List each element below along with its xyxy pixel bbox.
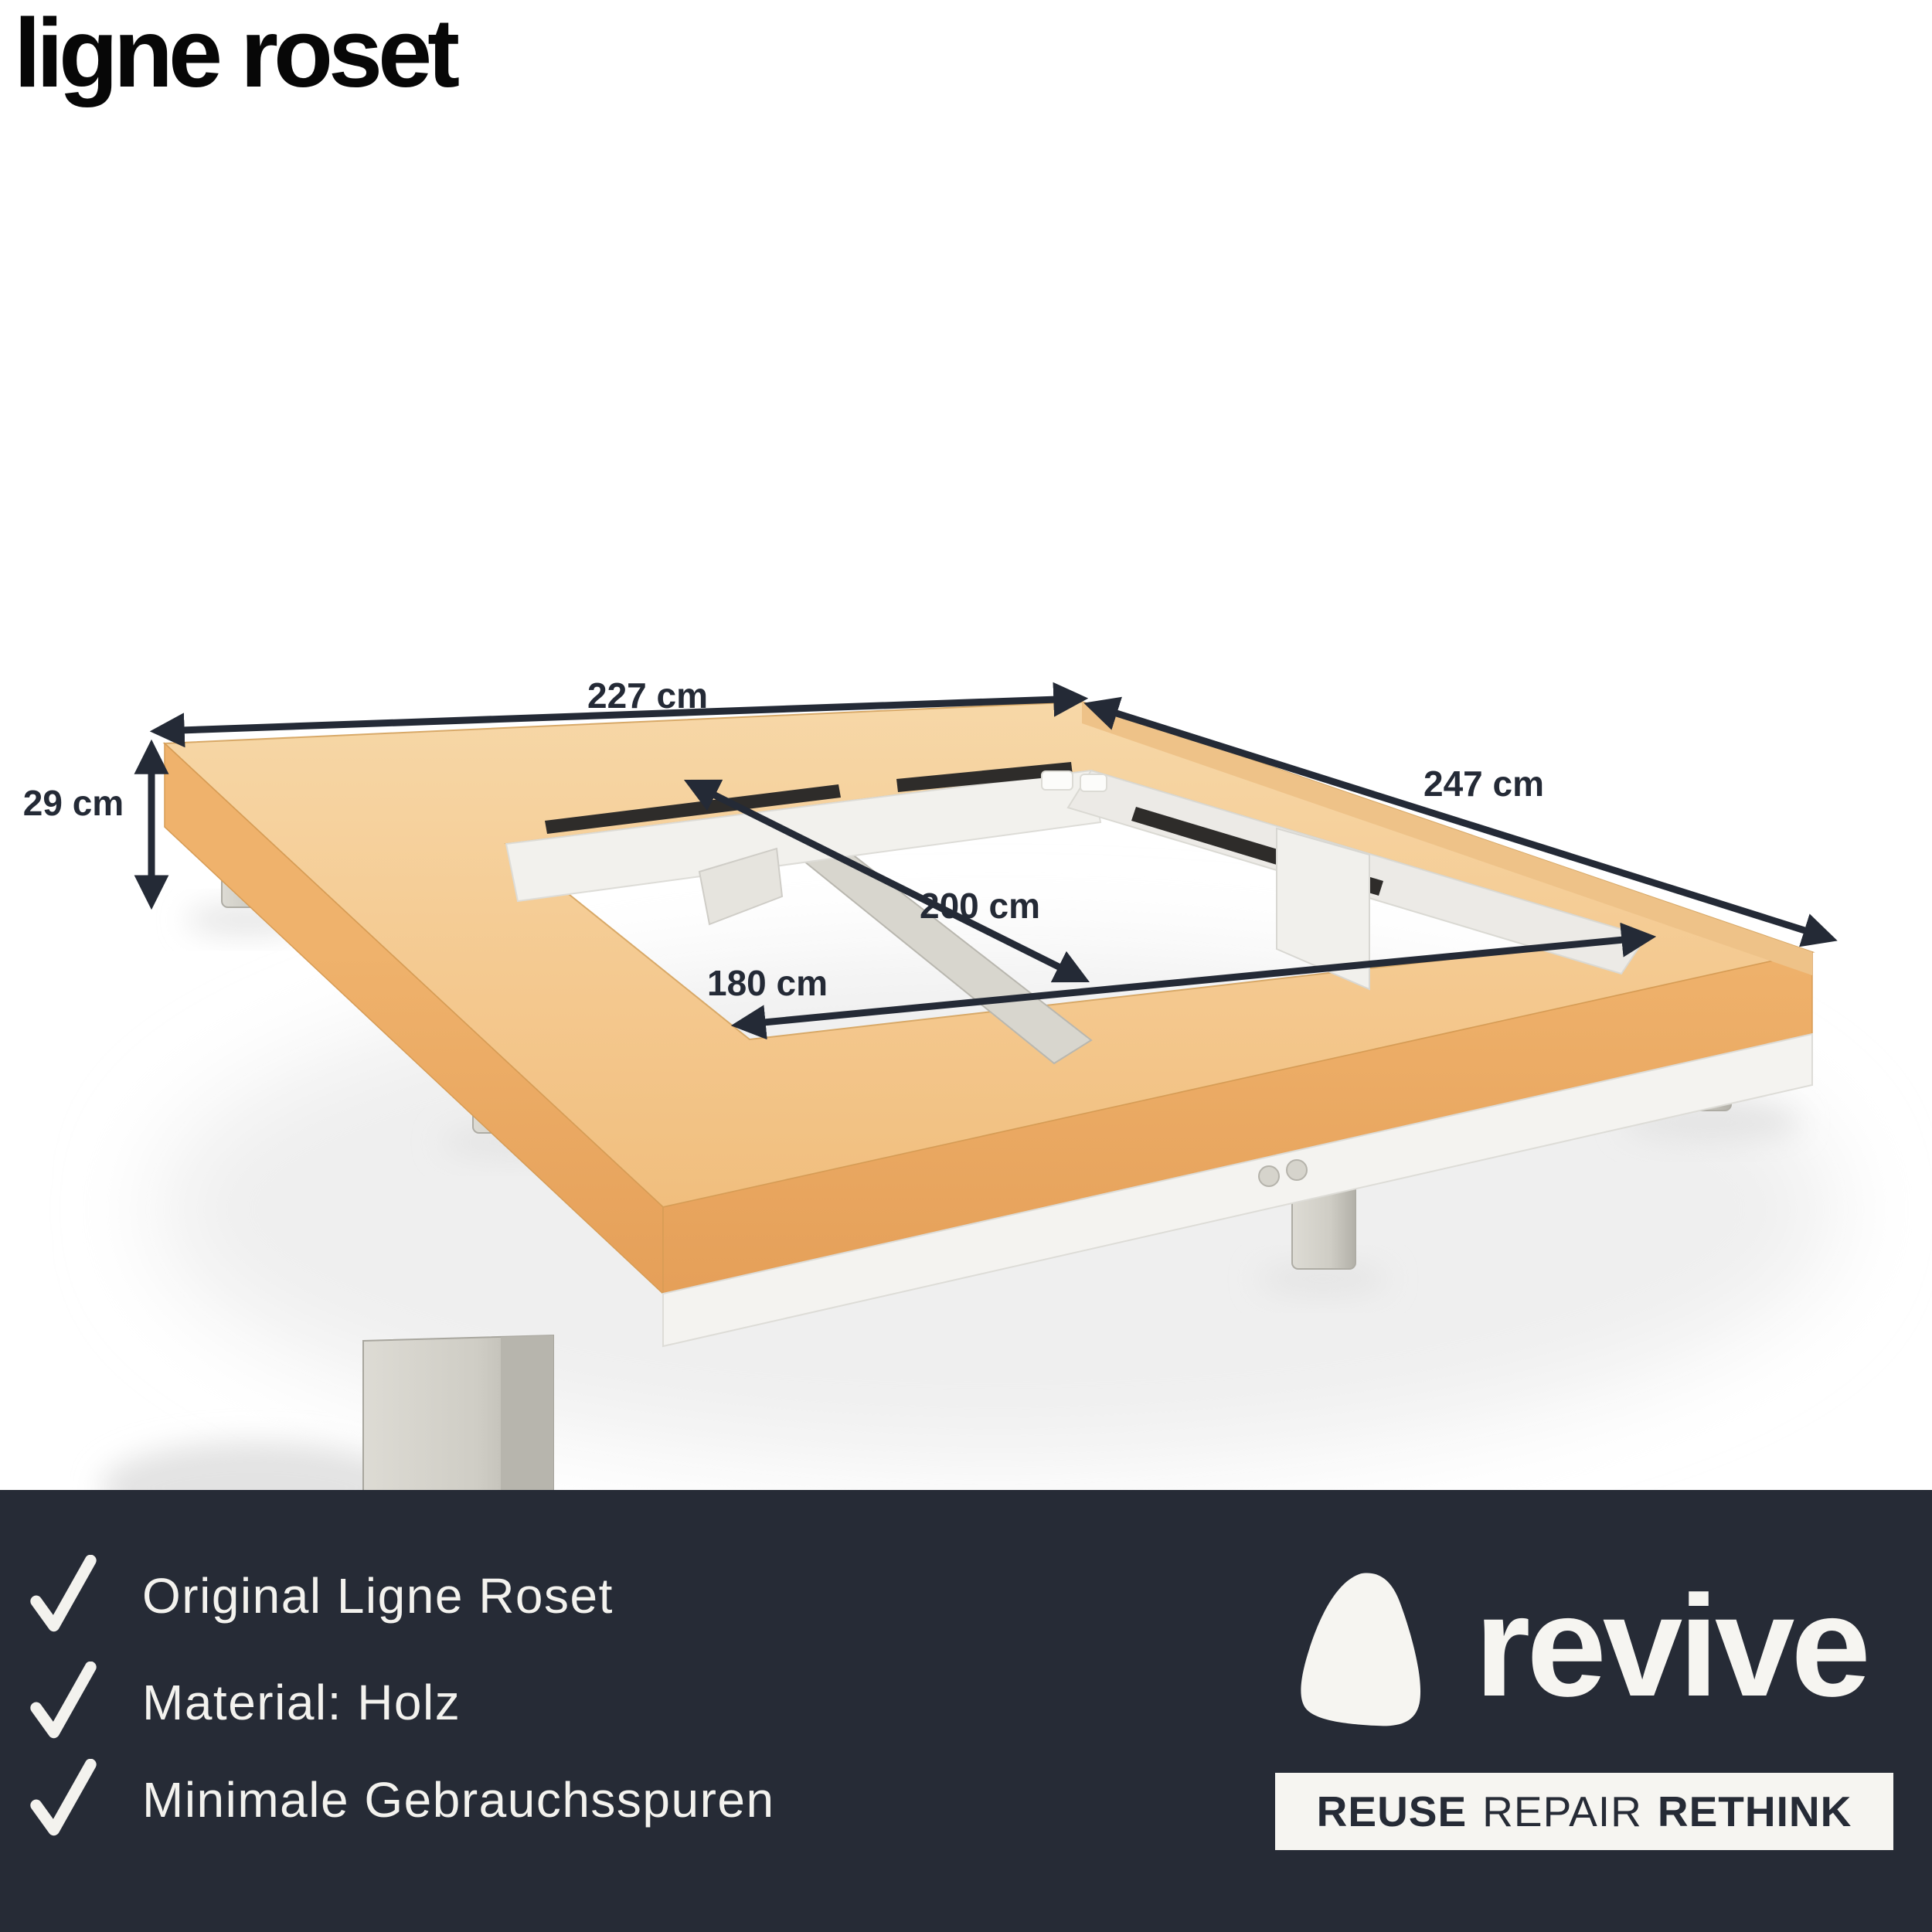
corner-clip [1080,774,1107,792]
screw-cap [1258,1165,1280,1187]
label-frame-height: 29 cm [23,783,124,823]
label-inner-width: 180 cm [707,963,828,1003]
revive-logo: revive REUSE REPAIR RETHINK [1267,1490,1932,1932]
feature-text: Original Ligne Roset [142,1568,614,1624]
arrow-inner-width [730,922,1657,1040]
tagline-rethink: RETHINK [1657,1787,1852,1835]
corner-clip [1041,770,1073,791]
revive-blob-icon [1301,1573,1421,1726]
leg-front-side [501,1335,553,1490]
metal-rail-front [662,1032,1813,1348]
checkmark-icon [30,1555,97,1632]
label-inner-length: 200 cm [920,886,1040,926]
feature-row: Original Ligne Roset [29,1555,614,1637]
checkmark-icon [30,1662,97,1739]
tagline-repair: REPAIR [1482,1787,1642,1835]
arrow-outer-depth [1083,696,1838,947]
label-outer-depth: 247 cm [1423,764,1544,804]
info-band: Original Ligne Roset Material: Holz Mini… [0,1490,1932,1932]
feature-row: Minimale Gebrauchsspuren [29,1759,775,1841]
checkmark-icon [30,1759,97,1836]
feature-row: Material: Holz [29,1662,461,1743]
feature-text: Material: Holz [142,1675,461,1730]
label-outer-width: 227 cm [587,675,708,716]
feature-text: Minimale Gebrauchsspuren [142,1772,775,1828]
revive-wordmark: revive [1475,1566,1871,1726]
screw-cap [1286,1159,1308,1181]
revive-tagline: REUSE REPAIR RETHINK [1275,1773,1893,1850]
ligne-roset-logo: ligne roset [14,0,460,107]
tagline-reuse: REUSE [1316,1787,1468,1835]
arrow-outer-width [149,682,1089,748]
dimension-arrows [134,682,1838,1040]
product-photo-bed-frame: 227 cm 247 cm 29 cm 200 cm 180 cm [23,675,1839,1490]
